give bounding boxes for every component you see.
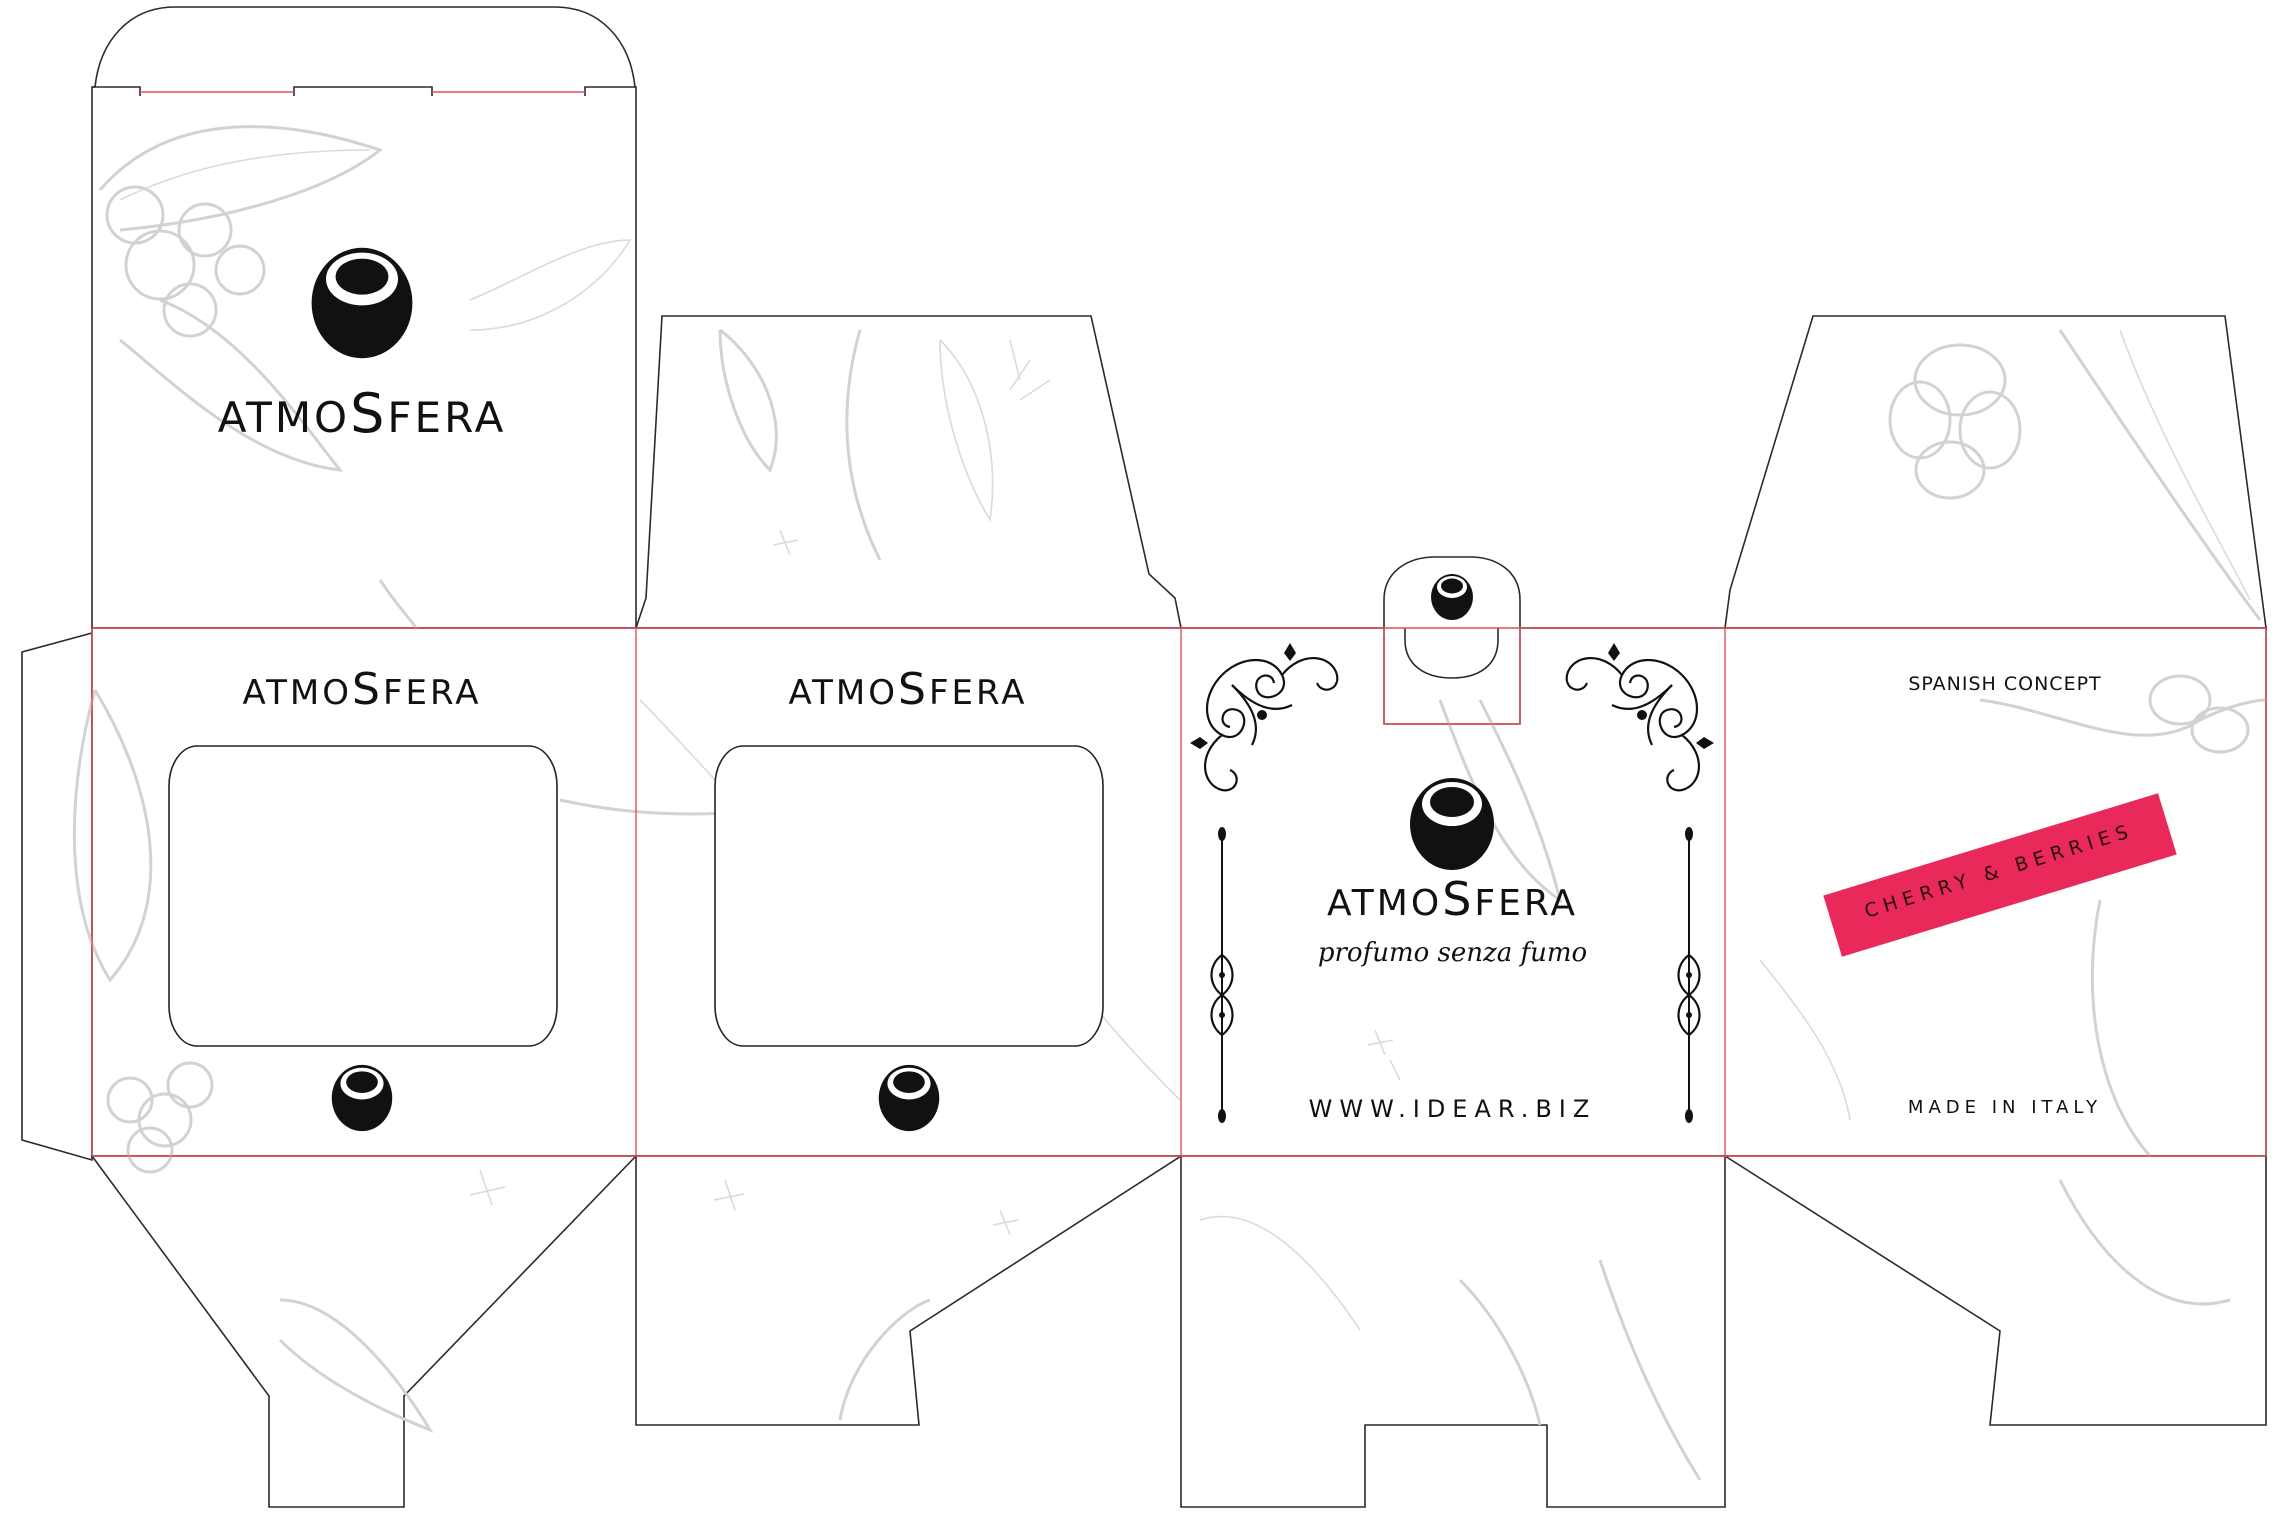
made-in-italy-label: MADE IN ITALY <box>1907 1097 2103 1118</box>
bottom-flap-1 <box>90 1155 638 1508</box>
fragrance-badge <box>1823 793 2177 957</box>
window-panel-1-brand: ATMOSFERA <box>242 664 482 715</box>
sphere-logo-icon <box>1410 778 1494 870</box>
website-url[interactable]: WWW.IDEAR.BIZ <box>1308 1095 1597 1123</box>
sphere-logo-icon <box>878 1064 940 1132</box>
bottom-flap-3 <box>1180 1155 1726 1508</box>
bottom-flap-2 <box>635 1155 1184 1426</box>
sphere-logo-icon <box>331 1064 393 1132</box>
top-flap-brand: ATMOSFERA <box>217 382 507 445</box>
dust-flap-top-left <box>634 315 1182 629</box>
tab-logo-icon <box>1431 574 1473 620</box>
glue-tab <box>21 631 93 1162</box>
display-window-1 <box>168 745 558 1047</box>
window-panel-2-brand: ATMOSFERA <box>788 664 1028 715</box>
spanish-concept-label: SPANISH CONCEPT <box>1908 673 2102 695</box>
front-panel-brand: ATMOSFERA <box>1326 872 1579 926</box>
bottom-flap-4 <box>1722 1155 2267 1426</box>
front-panel-tagline: profumo senza fumo <box>1317 938 1588 968</box>
botanical-illustration <box>72 125 2267 1481</box>
dust-flap-top-right <box>1724 315 2267 629</box>
display-window-2 <box>714 745 1104 1047</box>
sphere-logo-icon <box>311 247 413 359</box>
